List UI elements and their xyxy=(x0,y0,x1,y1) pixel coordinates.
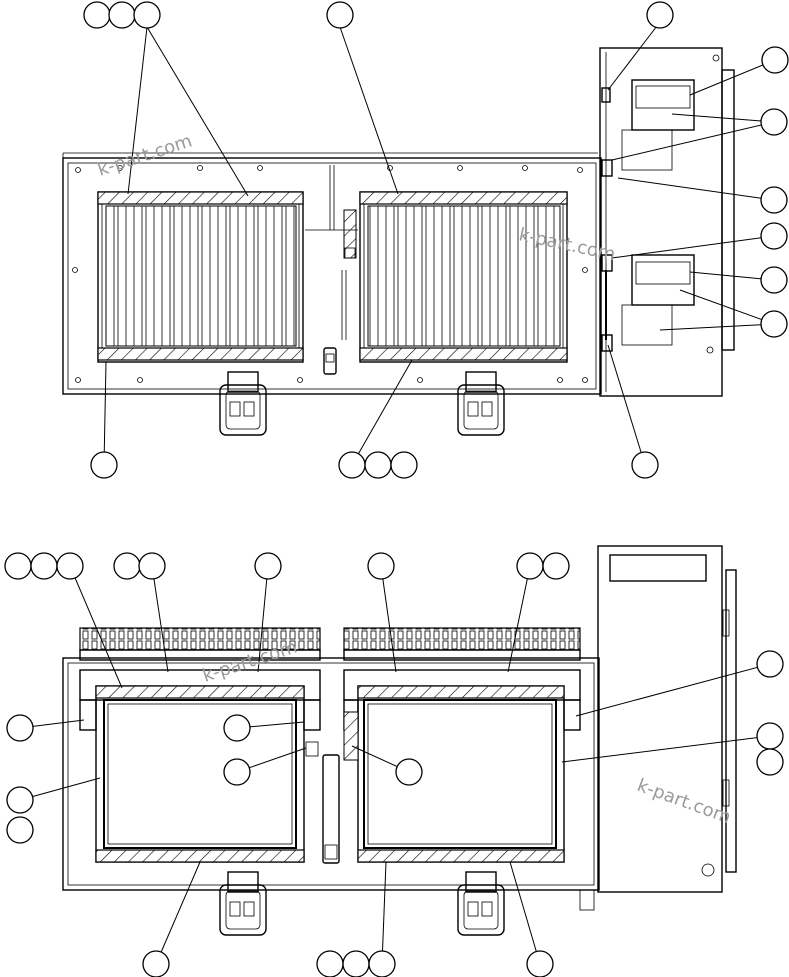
callout-bubble xyxy=(364,451,392,479)
callout-bubble xyxy=(133,1,161,29)
callout-bubble xyxy=(368,950,396,977)
callout-bubble xyxy=(760,186,788,214)
callout-bubble xyxy=(223,714,251,742)
callout-bubble xyxy=(760,108,788,136)
top-right-mount xyxy=(457,371,505,436)
callout-bubble xyxy=(761,46,789,74)
callout-bubbles xyxy=(4,1,789,977)
top-side-panel xyxy=(599,47,735,397)
callout-bubble xyxy=(342,950,370,977)
bottom-right-mount xyxy=(457,871,505,936)
callout-bubble xyxy=(83,1,111,29)
callout-bubble xyxy=(316,950,344,977)
callout-bubble xyxy=(108,1,136,29)
bottom-right-filter xyxy=(357,685,565,863)
callout-bubble xyxy=(6,816,34,844)
callout-bubble xyxy=(367,552,395,580)
callout-bubble xyxy=(4,552,32,580)
callout-bubble xyxy=(390,451,418,479)
callout-bubble xyxy=(760,222,788,250)
callout-bubble xyxy=(395,758,423,786)
callout-bubble xyxy=(526,950,554,977)
callout-bubble xyxy=(338,451,366,479)
callout-bubble xyxy=(756,748,784,776)
bottom-left-mount xyxy=(219,871,267,936)
callout-bubble xyxy=(760,310,788,338)
callout-bubble xyxy=(138,552,166,580)
callout-bubble xyxy=(542,552,570,580)
callout-bubble xyxy=(90,451,118,479)
callout-bubble xyxy=(6,786,34,814)
callout-bubble xyxy=(30,552,58,580)
top-view xyxy=(62,47,735,436)
watermark: k-part.com xyxy=(95,130,195,180)
top-right-filter xyxy=(359,191,568,363)
callout-bubble xyxy=(223,758,251,786)
callout-bubble xyxy=(6,714,34,742)
leader-lines xyxy=(19,21,776,965)
callout-bubble xyxy=(56,552,84,580)
bottom-left-filter xyxy=(95,685,305,863)
callout-bubble xyxy=(756,650,784,678)
top-base-plate xyxy=(62,157,602,395)
callout-bubble xyxy=(756,722,784,750)
top-left-mount xyxy=(219,371,267,436)
callout-bubble xyxy=(631,451,659,479)
bottom-view xyxy=(62,545,737,936)
callout-bubble xyxy=(254,552,282,580)
callout-bubble xyxy=(760,266,788,294)
top-left-filter xyxy=(97,191,304,363)
callout-bubble xyxy=(326,1,354,29)
callout-bubble xyxy=(113,552,141,580)
callout-bubble xyxy=(142,950,170,977)
bottom-side-panel xyxy=(579,545,737,911)
callout-bubble xyxy=(516,552,544,580)
callout-bubble xyxy=(646,1,674,29)
watermark: k-part.com xyxy=(634,775,733,828)
